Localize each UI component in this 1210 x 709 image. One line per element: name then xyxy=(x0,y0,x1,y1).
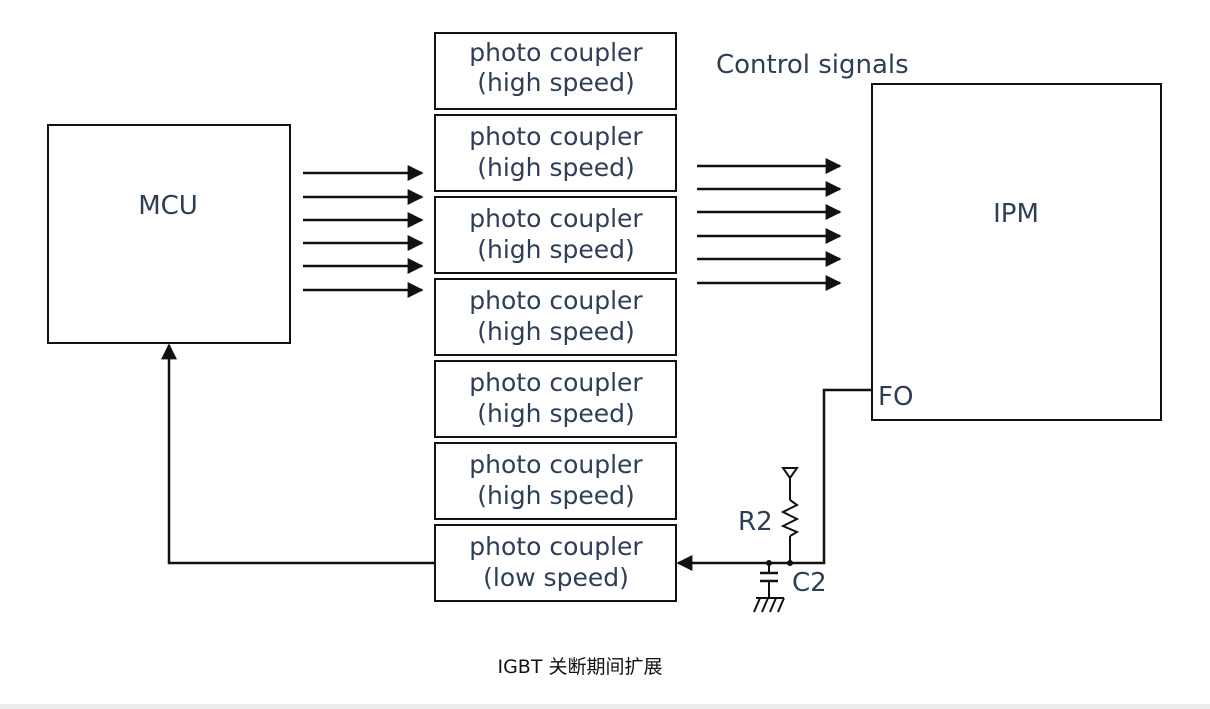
fo-pin-label: FO xyxy=(878,382,913,412)
capacitor-c2 xyxy=(753,563,785,613)
coupler-to-ipm-arrows xyxy=(697,158,842,291)
coupler-line1: photo coupler xyxy=(469,532,643,561)
coupler-line1: photo coupler xyxy=(469,368,643,397)
coupler-line2: (high speed) xyxy=(477,235,634,264)
coupler-line2: (high speed) xyxy=(477,399,634,428)
bottom-divider xyxy=(0,704,1210,709)
r2-label: R2 xyxy=(738,507,773,537)
photo-coupler-1: photo coupler (high speed) xyxy=(434,32,677,110)
junction-dot xyxy=(766,560,772,566)
photo-coupler-5: photo coupler (high speed) xyxy=(434,360,677,438)
coupler-line2: (high speed) xyxy=(477,153,634,182)
ipm-label: IPM xyxy=(993,199,1039,229)
fo-wire xyxy=(790,388,872,565)
coupler-line2: (high speed) xyxy=(477,481,634,510)
coupler-line1: photo coupler xyxy=(469,122,643,151)
coupler-line2: (high speed) xyxy=(477,68,634,97)
mcu-block: MCU xyxy=(47,124,291,344)
junction-dot xyxy=(787,560,793,566)
control-signals-label: Control signals xyxy=(716,50,909,80)
photo-coupler-2: photo coupler (high speed) xyxy=(434,114,677,192)
resistor-zigzag-icon xyxy=(780,499,800,537)
mcu-label: MCU xyxy=(138,191,198,221)
photo-coupler-6: photo coupler (high speed) xyxy=(434,442,677,520)
coupler-line2: (low speed) xyxy=(483,563,629,592)
coupler-line2: (high speed) xyxy=(477,317,634,346)
vcc-triangle-icon xyxy=(781,467,799,480)
figure-caption: IGBT 关断期间扩展 xyxy=(497,656,663,678)
feedback-arrow xyxy=(161,343,435,565)
coupler-stack: photo coupler (high speed) photo coupler… xyxy=(434,32,677,602)
fault-output-path xyxy=(676,388,872,571)
mcu-to-coupler-arrows xyxy=(303,165,424,298)
photo-coupler-3: photo coupler (high speed) xyxy=(434,196,677,274)
coupler-line1: photo coupler xyxy=(469,38,643,67)
coupler-line1: photo coupler xyxy=(469,286,643,315)
feedback-to-mcu xyxy=(161,343,435,565)
c2-label: C2 xyxy=(792,568,827,598)
coupler-line1: photo coupler xyxy=(469,450,643,479)
ipm-block: IPM FO xyxy=(871,83,1162,421)
photo-coupler-low-speed: photo coupler (low speed) xyxy=(434,524,677,602)
resistor-r2 xyxy=(780,467,800,563)
photo-coupler-4: photo coupler (high speed) xyxy=(434,278,677,356)
coupler-line1: photo coupler xyxy=(469,204,643,233)
